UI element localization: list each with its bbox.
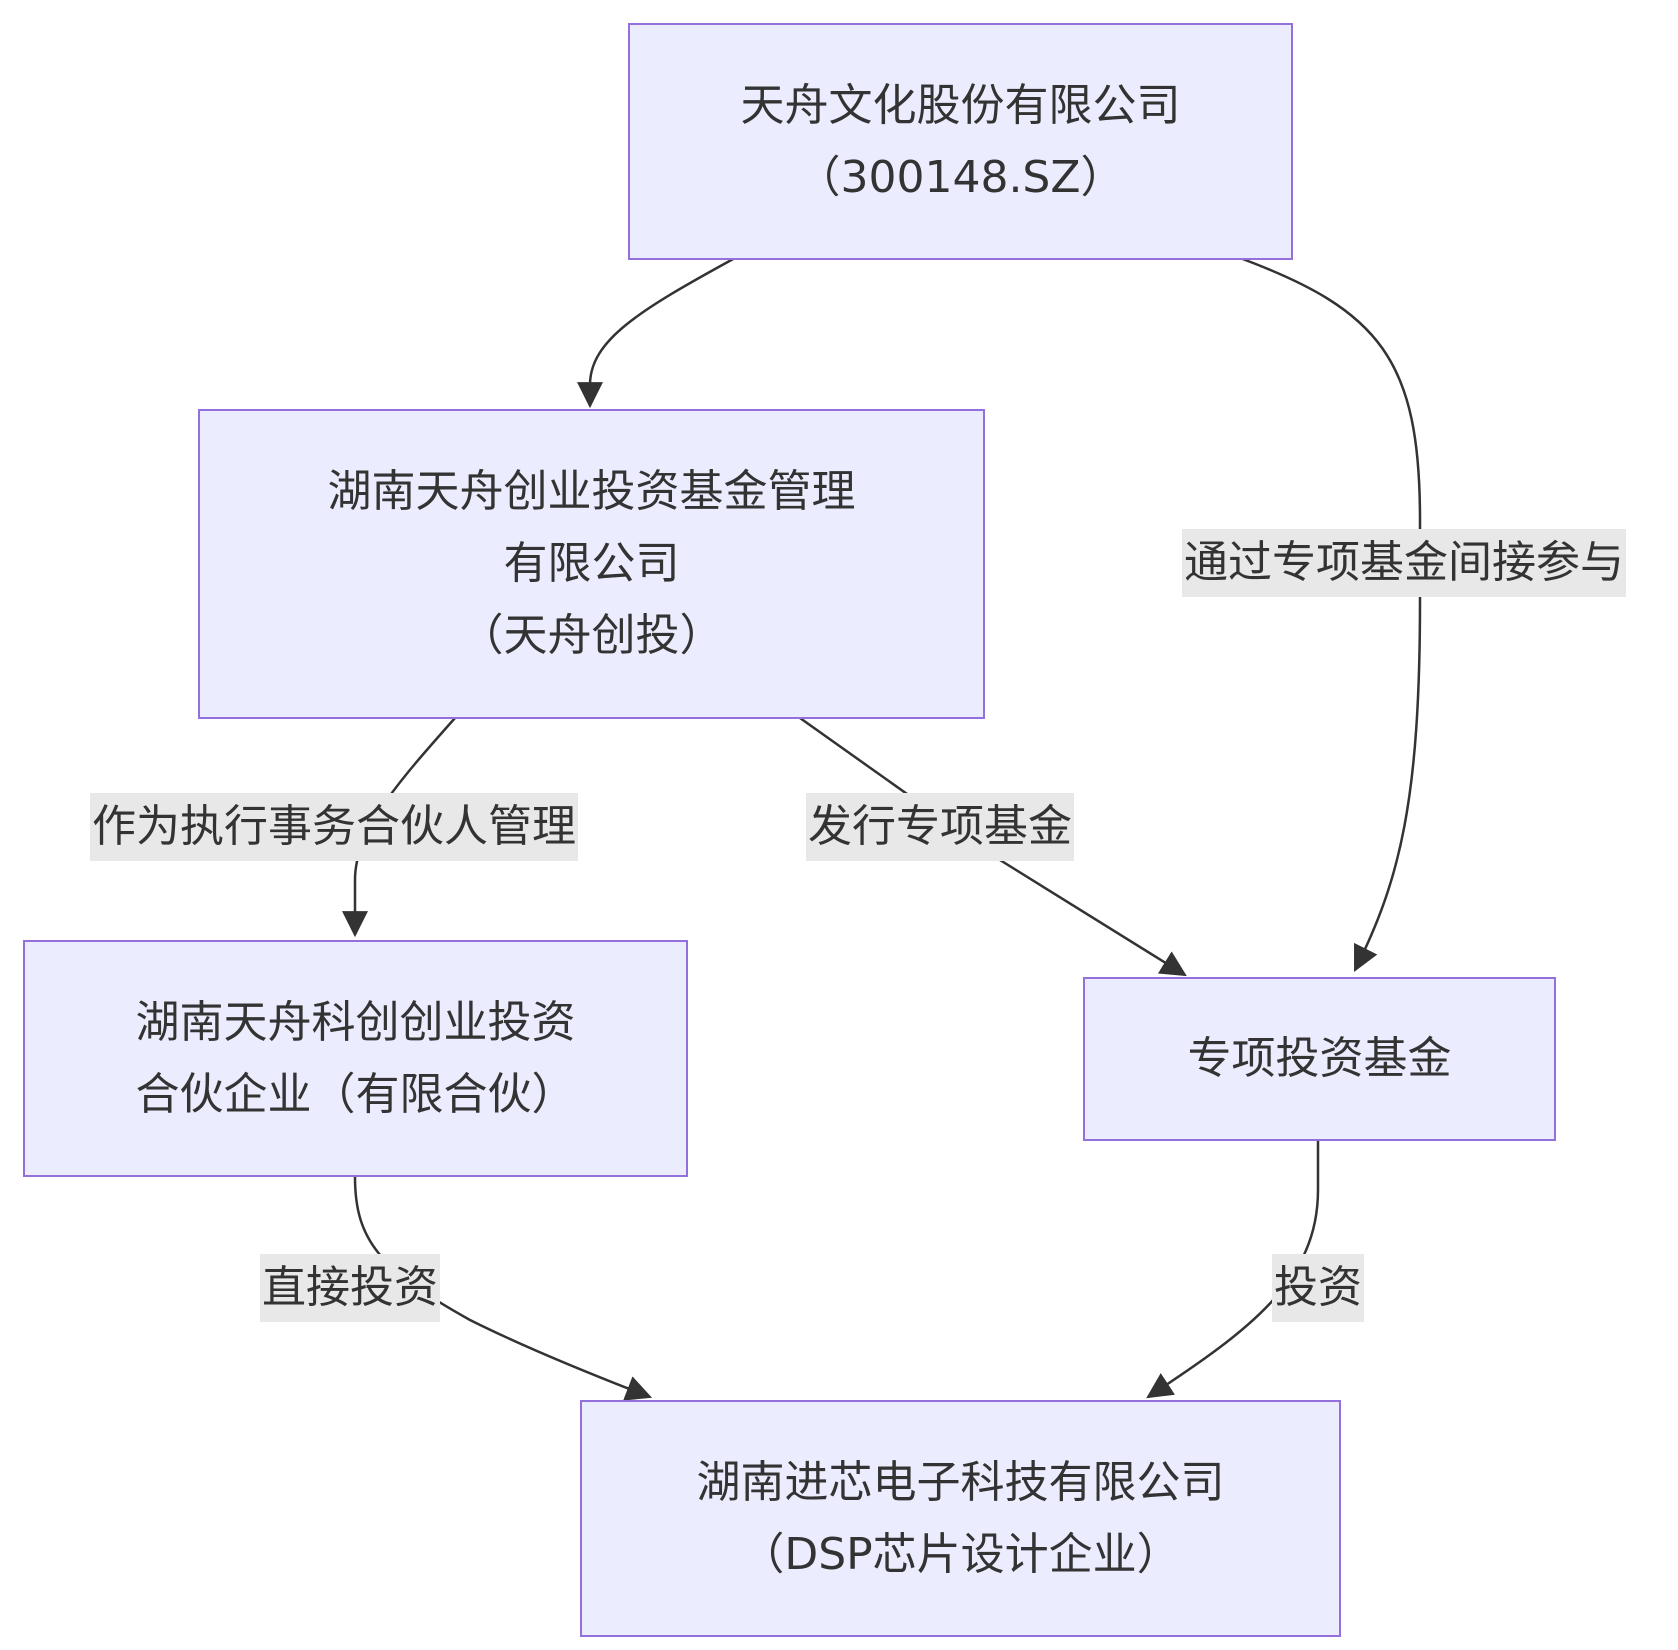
node-label-line: 湖南进芯电子科技有限公司	[696, 1456, 1225, 1508]
edge-label-issue-fund: 发行专项基金	[806, 793, 1074, 861]
node-special-investment-fund: 专项投资基金	[1083, 977, 1556, 1141]
node-tianzhou-venture-management: 湖南天舟创业投资基金管理 有限公司 （天舟创投）	[198, 409, 985, 719]
node-label-line: 专项投资基金	[1187, 1033, 1452, 1084]
edge-label-fund-investment: 投资	[1272, 1254, 1364, 1322]
node-tianzhou-kechuang-partnership: 湖南天舟科创创业投资 合伙企业（有限合伙）	[23, 940, 688, 1177]
edge-parent-to-fund	[1239, 256, 1422, 972]
edge-parent-to-gp	[577, 256, 736, 409]
edge-label-gp-management: 作为执行事务合伙人管理	[90, 793, 578, 861]
edge-label-indirect-participation: 通过专项基金间接参与	[1182, 529, 1626, 597]
edge-label-direct-investment: 直接投资	[260, 1254, 440, 1322]
edge-lp-to-target	[353, 1176, 653, 1401]
node-label-line: 合伙企业（有限合伙）	[135, 1068, 576, 1120]
node-jinxin-electronics: 湖南进芯电子科技有限公司 （DSP芯片设计企业）	[580, 1400, 1341, 1637]
node-label-line: 有限公司	[503, 538, 680, 589]
node-label-line: 湖南天舟创业投资基金管理	[327, 466, 856, 517]
node-label-line: 湖南天舟科创创业投资	[135, 996, 576, 1048]
node-label-line: 天舟文化股份有限公司	[740, 79, 1181, 131]
node-label-line: （DSP芯片设计企业）	[740, 1528, 1181, 1580]
node-label-line: （天舟创投）	[459, 610, 724, 661]
node-tianzhou-culture: 天舟文化股份有限公司 （300148.SZ）	[628, 23, 1293, 260]
node-label-line: （300148.SZ）	[796, 151, 1125, 203]
